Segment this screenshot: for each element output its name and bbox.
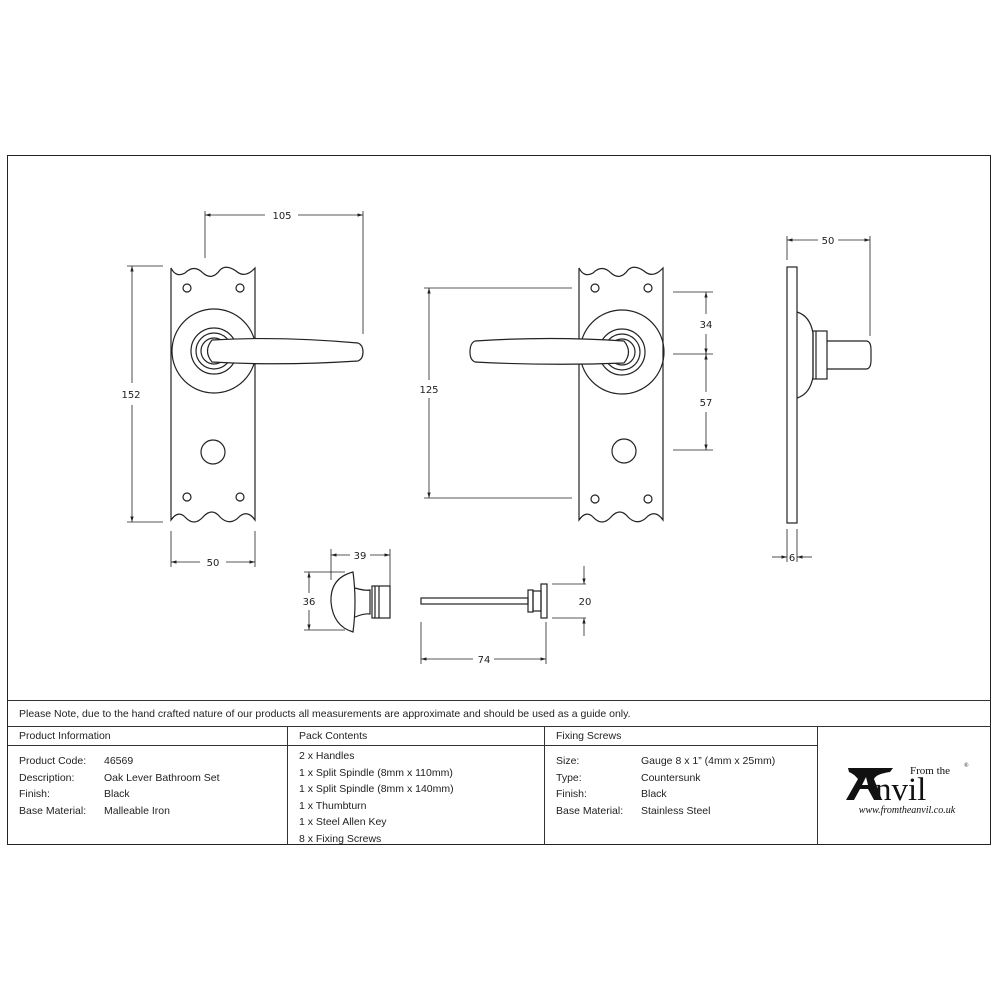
row-value: Oak Lever Bathroom Set bbox=[104, 771, 220, 784]
pack-item: 1 x Thumbturn bbox=[299, 799, 367, 812]
row-value: Gauge 8 x 1” (4mm x 25mm) bbox=[641, 755, 776, 767]
pack-item: 2 x Handles bbox=[299, 750, 355, 762]
product-info-row: Description: Oak Lever Bathroom Set bbox=[19, 770, 287, 787]
pack-item: 1 x Steel Allen Key bbox=[299, 816, 387, 829]
pack-item: 8 x Fixing Screws bbox=[299, 832, 382, 845]
logo-brand-suffix: nvil bbox=[875, 772, 926, 808]
row-label: Finish: bbox=[556, 788, 587, 800]
row-label: Size: bbox=[556, 755, 580, 767]
fixing-screws-row: Base Material: Stainless Steel bbox=[556, 803, 817, 820]
dim-plate-thickness: 6 bbox=[789, 553, 795, 564]
technical-drawing: 105 152 50 125 34 57 50 6 39 36 20 74 bbox=[121, 211, 872, 666]
logo-url: www.fromtheanvil.co.uk bbox=[859, 805, 956, 816]
front-view-lever bbox=[206, 337, 364, 365]
product-info-row: Finish: Black bbox=[19, 786, 287, 803]
fixing-screws-row: Size: Gauge 8 x 1” (4mm x 25mm) bbox=[556, 753, 817, 770]
front-view-backplate bbox=[170, 266, 257, 523]
dim-top-to-spindle: 34 bbox=[700, 320, 713, 331]
logo-from-the: From the bbox=[910, 765, 950, 777]
anvil-icon bbox=[846, 768, 893, 800]
dim-release-diameter: 20 bbox=[579, 597, 592, 608]
fixing-screws-panel: Fixing Screws Size: Gauge 8 x 1” (4mm x 2… bbox=[545, 727, 818, 845]
pack-item: 1 x Split Spindle (8mm x 110mm) bbox=[299, 766, 453, 779]
fixing-screws-row: Type: Countersunk bbox=[556, 770, 817, 787]
measurement-note: Please Note, due to the hand crafted nat… bbox=[8, 700, 991, 727]
dim-release-length: 74 bbox=[478, 655, 491, 666]
from-the-anvil-logo: From the nvil ® www.fromtheanvil.co.uk bbox=[818, 727, 991, 845]
fixing-screws-header: Fixing Screws bbox=[545, 727, 817, 746]
row-label: Product Code: bbox=[19, 755, 87, 767]
row-label: Finish: bbox=[19, 788, 50, 800]
thumbturn bbox=[330, 571, 391, 633]
product-info-header: Product Information bbox=[8, 727, 287, 746]
drawing-frame bbox=[7, 155, 991, 845]
pack-contents-panel: Pack Contents 2 x Handles 1 x Split Spin… bbox=[288, 727, 545, 845]
row-label: Base Material: bbox=[556, 804, 624, 817]
row-value: Black bbox=[104, 788, 130, 800]
row-value: Countersunk bbox=[641, 771, 701, 784]
side-view bbox=[786, 266, 872, 524]
rear-view-backplate bbox=[578, 266, 665, 523]
dim-backplate-height: 152 bbox=[121, 390, 140, 401]
row-value: Stainless Steel bbox=[641, 804, 711, 817]
row-label: Type: bbox=[556, 771, 582, 784]
logo-registered: ® bbox=[964, 762, 969, 769]
pack-item: 1 x Split Spindle (8mm x 140mm) bbox=[299, 783, 454, 796]
dim-side-projection: 50 bbox=[822, 236, 835, 247]
row-label: Base Material: bbox=[19, 804, 87, 817]
rear-view-lever bbox=[469, 337, 630, 365]
row-value: Black bbox=[641, 788, 667, 800]
row-label: Description: bbox=[19, 771, 75, 784]
dim-spindle-to-thumbturn: 57 bbox=[700, 398, 713, 409]
dim-backplate-width: 50 bbox=[207, 558, 220, 569]
product-info-row: Base Material: Malleable Iron bbox=[19, 803, 287, 820]
fixing-screws-row: Finish: Black bbox=[556, 786, 817, 803]
row-value: 46569 bbox=[104, 755, 134, 767]
dim-thumbturn-diameter: 36 bbox=[303, 597, 316, 608]
pack-contents-header: Pack Contents bbox=[288, 727, 544, 746]
dim-thumbturn-length: 39 bbox=[354, 551, 367, 562]
row-value: Malleable Iron bbox=[104, 804, 170, 817]
product-info-panel: Product Information Product Code: 46569 D… bbox=[8, 727, 288, 845]
product-info-row: Product Code: 46569 bbox=[19, 753, 287, 770]
dim-lever-projection: 105 bbox=[272, 211, 291, 222]
dim-spindle-to-fixings: 125 bbox=[419, 385, 438, 396]
emergency-release bbox=[420, 583, 548, 619]
